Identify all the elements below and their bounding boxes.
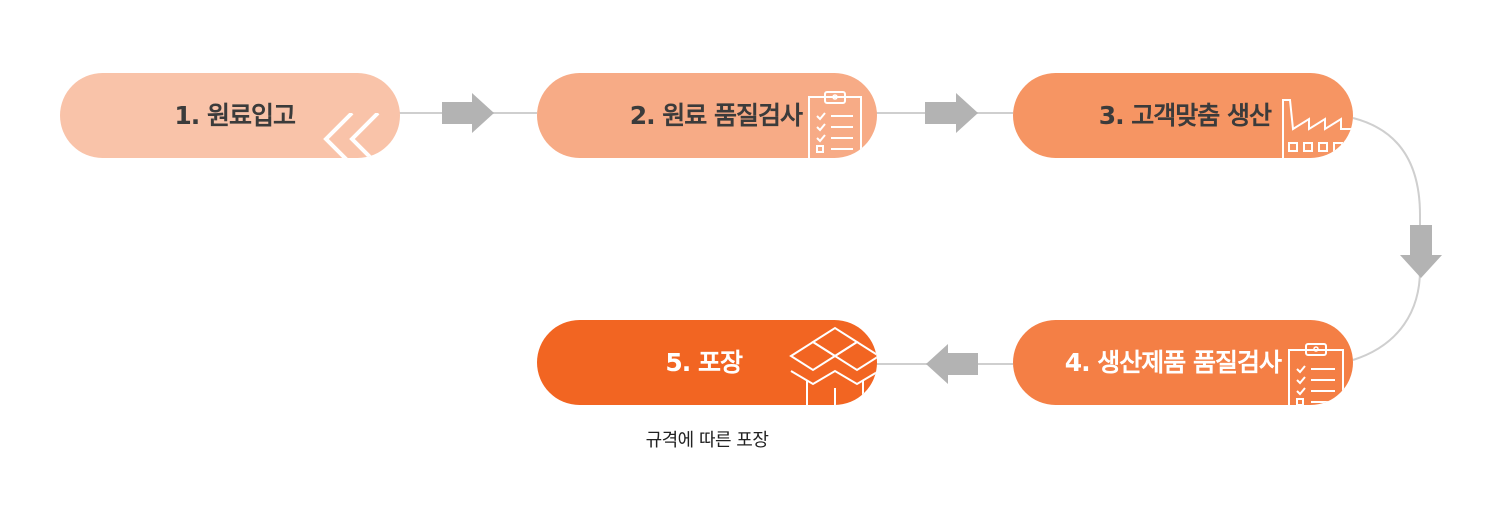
step-5-label: 5. 포장 (665, 348, 743, 377)
step-4-product-quality-inspection: 4. 생산제품 품질검사 (1013, 320, 1353, 405)
step-4-label: 4. 생산제품 품질검사 (1064, 348, 1282, 377)
factory-icon (1282, 99, 1353, 158)
clipboard-checklist-icon (1288, 343, 1344, 405)
step-5-packaging: 5. 포장 (537, 320, 877, 405)
arrow-down-icon (1400, 225, 1442, 278)
connector-curve-3-4 (1352, 117, 1421, 361)
arrow-right-icon (925, 93, 978, 133)
step-3-custom-production: 3. 고객맞춤 생산 (1013, 73, 1353, 158)
step-2-material-quality-inspection: 2. 원료 품질검사 (537, 73, 877, 158)
arrow-right-icon (442, 93, 494, 133)
step-1-material-receiving: 1. 원료입고 (60, 73, 400, 158)
step-3-label: 3. 고객맞춤 생산 (1098, 101, 1272, 130)
arrow-left-icon (926, 344, 978, 384)
step-1-label: 1. 원료입고 (174, 101, 296, 130)
double-chevron-left-icon (323, 113, 380, 158)
step-2-label: 2. 원료 품질검사 (629, 101, 803, 130)
open-box-icon (789, 326, 877, 405)
step-5-caption: 규격에 따른 포장 (645, 430, 769, 451)
clipboard-checklist-icon (808, 91, 862, 158)
